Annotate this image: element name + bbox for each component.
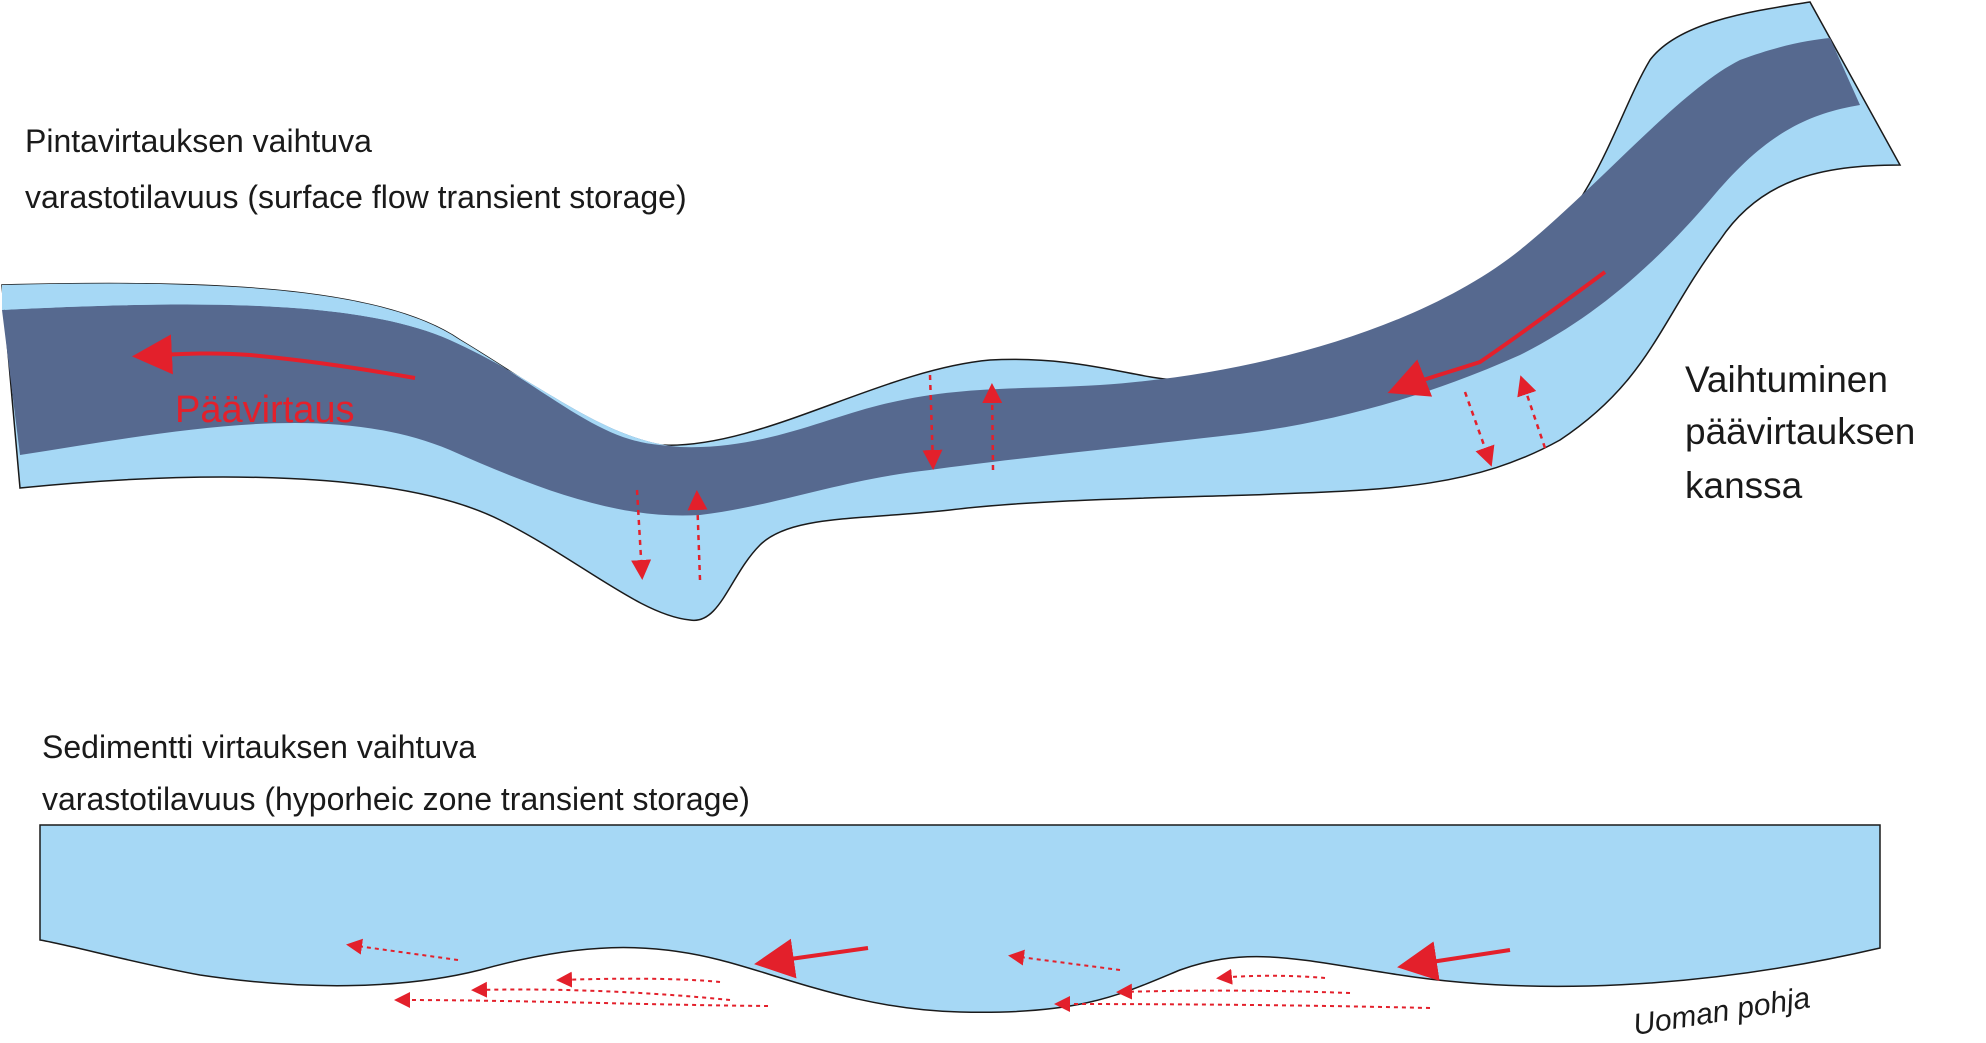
exchange-arrows: [631, 374, 1547, 581]
hyporheic-storage-title-line2: varastotilavuus (hyporheic zone transien…: [42, 781, 750, 817]
exchange-arrow-down-1: [631, 489, 652, 580]
main-flow-label: Päävirtaus: [175, 389, 355, 431]
surface-flow-arrow-2: [1397, 941, 1511, 981]
dotted-arc-1b: [471, 981, 731, 1001]
dotted-arc-1c: [394, 992, 769, 1009]
exchange-arrow-up-3: [1517, 375, 1547, 449]
surface-storage-title-line1: Pintavirtauksen vaihtuva: [25, 123, 372, 159]
exchange-label-line2: päävirtauksen: [1685, 411, 1915, 452]
dotted-arrow-2: [1008, 949, 1121, 971]
exchange-arrow-up-1: [687, 490, 708, 581]
dotted-arc-1a: [556, 971, 721, 988]
exchange-arrow-up-2: [982, 383, 1003, 471]
dotted-arrow-1: [346, 938, 459, 961]
river-storage-zone: [1, 1, 1902, 621]
hyporheic-channel: [39, 824, 1881, 1014]
main-flow-arrow-left: [132, 334, 416, 380]
exchange-label-line3: kanssa: [1685, 465, 1803, 506]
surface-river: [1, 1, 1902, 621]
main-flow-arrow-right: [1387, 270, 1607, 397]
dotted-arc-2a: [1216, 968, 1326, 985]
hyporheic-storage-title-line1: Sedimentti virtauksen vaihtuva: [42, 729, 476, 765]
surface-flow-arrow-1: [754, 938, 869, 979]
hyporheic-flow-arrows: [754, 938, 1511, 981]
hyporheic-water-body: [39, 824, 1881, 1014]
exchange-label-line1: Vaihtuminen: [1685, 359, 1888, 400]
channel-bed-label: Uoman pohja: [1631, 981, 1812, 1042]
dotted-arc-2c: [1054, 996, 1431, 1013]
exchange-arrow-down-3: [1463, 391, 1495, 467]
main-flow-arrows: [132, 270, 1607, 397]
dotted-arc-2b: [1116, 983, 1351, 1000]
river-top-margin: [2, 283, 680, 447]
hyporheic-exchange-arrows: [346, 938, 1431, 1013]
surface-storage-title-line2: varastotilavuus (surface flow transient …: [25, 179, 687, 215]
